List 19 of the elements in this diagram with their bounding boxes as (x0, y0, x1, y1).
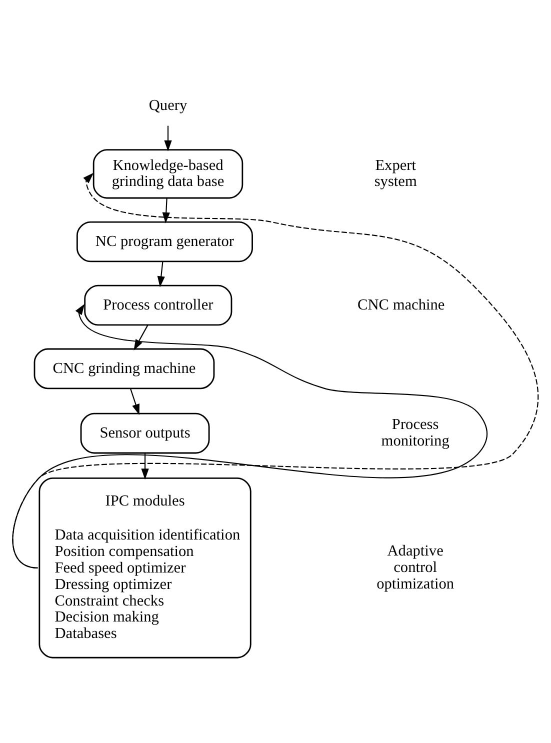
node-box: NC program generator (76, 220, 253, 262)
arrow (134, 324, 148, 350)
arrow (162, 198, 170, 223)
label: Adaptive control optimization (376, 542, 454, 592)
node-box: Process controller (84, 284, 232, 326)
label: CNC machine (358, 296, 445, 313)
arrow (157, 261, 165, 287)
arrow (164, 125, 172, 151)
arrow (130, 388, 140, 415)
node-box: Knowledge-based grinding data base (92, 148, 244, 198)
node-box: CNC grinding machine (34, 348, 215, 389)
node-text: Query (148, 96, 188, 114)
arrow (12, 172, 538, 568)
label: Process monitoring (381, 416, 450, 450)
node-box: Sensor outputs (80, 412, 210, 454)
arrow (141, 452, 149, 480)
node-box: IPC modules Data acquisition identification Position compensation Feed speed optimizer Dressing optimizer Constraint checks Decision making Databases (38, 476, 252, 658)
label: Expert system (374, 156, 417, 190)
arrow (12, 303, 488, 568)
